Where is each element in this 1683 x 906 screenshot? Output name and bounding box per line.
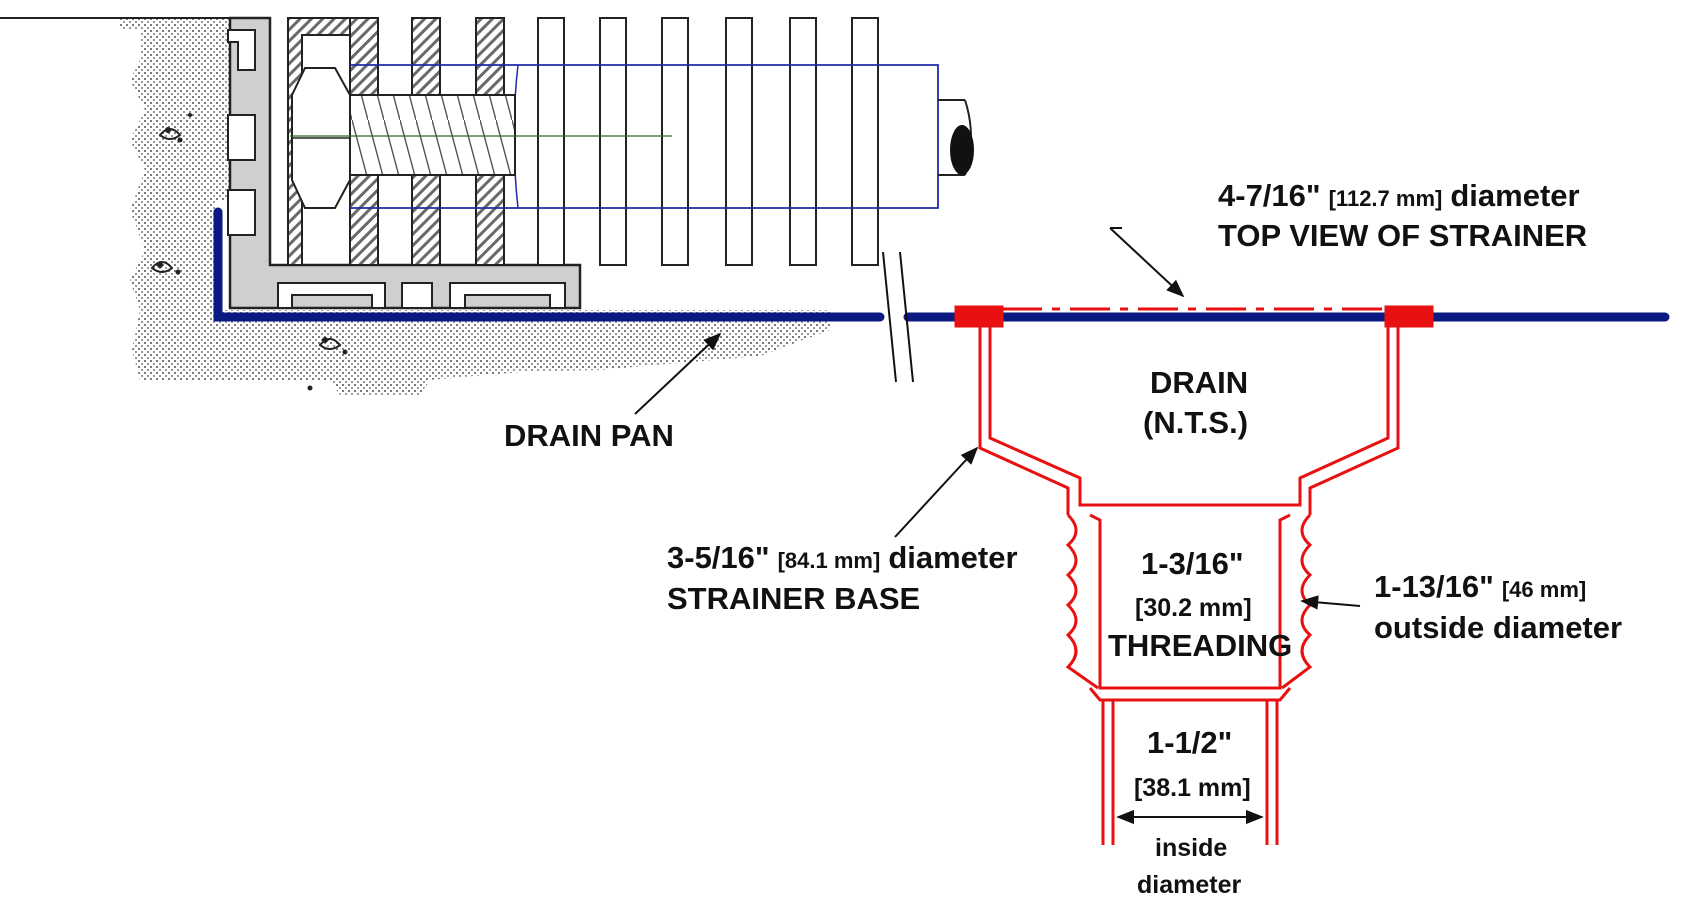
labels: 4-7/16"[112.7 mm]diameter TOP VIEW OF ST… [504,178,1622,899]
base-dim-label: 3-5/16"[84.1 mm]diameter [667,540,1018,575]
id-metric-label: [38.1 mm] [1134,774,1251,802]
top-view-label: TOP VIEW OF STRAINER [1218,218,1587,253]
drain-label: DRAIN [1150,365,1248,400]
drain-body [954,305,1434,845]
id-dim-label: 1-1/2" [1147,725,1232,760]
thread-metric-label: [30.2 mm] [1135,594,1252,622]
threading-label: THREADING [1108,628,1292,663]
bolt [290,67,672,209]
od-dim-label: 1-13/16"[46 mm] [1374,569,1586,604]
concrete-slab [0,17,830,395]
drain-pan-label: DRAIN PAN [504,418,674,453]
thread-dim-label: 1-3/16" [1141,546,1244,581]
leaders [634,227,1361,610]
break-mark [882,251,914,383]
drain-pan [213,207,1670,322]
od-label: outside diameter [1374,610,1622,645]
top-dim-label: 4-7/16"[112.7 mm]diameter [1218,178,1580,213]
strainer-base-label: STRAINER BASE [667,581,920,616]
id-inside-label: inside [1155,834,1227,862]
id-diameter-label: diameter [1137,871,1241,899]
nts-label: (N.T.S.) [1143,405,1248,440]
